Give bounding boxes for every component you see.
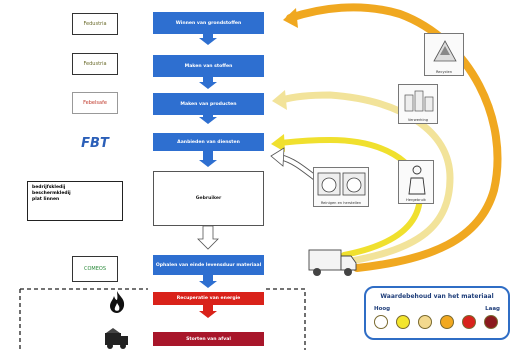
- step-maken-stoffen: Maken van stoffen: [153, 55, 264, 77]
- processing-machine-icon: [404, 90, 434, 112]
- step-storten-afval: Storten van afval: [153, 332, 264, 346]
- step-ophalen: Ophalen van einde levensduur materiaal: [153, 255, 264, 275]
- textile-types-box: bedrijfskledij beschermkledij plat linne…: [27, 181, 123, 221]
- logo-fedustria-2: Fedustria: [72, 53, 118, 75]
- logo-febelsafe: Febelsafe: [72, 92, 118, 114]
- legend-dot-5: [462, 315, 476, 329]
- thumb-recyclen: Recyclen: [424, 33, 464, 76]
- thumb-label: Verwerking: [407, 118, 429, 122]
- recycle-orange-arc: [286, 3, 502, 272]
- legend-dot-2: [396, 315, 410, 329]
- step-winnen: Winnen van grondstoffen: [153, 12, 264, 34]
- thumb-label: Recyclen: [435, 70, 453, 74]
- truck-icon: [308, 249, 357, 276]
- thumb-label: Hergebruik: [406, 198, 426, 202]
- legend-box: Waardebehoud van het materiaal Hoog Laag: [364, 286, 510, 340]
- logo-comeos: COMEOS: [72, 256, 118, 282]
- landfill-icon: [105, 328, 128, 349]
- logo-text: COMEOS: [83, 266, 106, 272]
- legend-dot-1: [374, 315, 388, 329]
- hollow-down-arrow: [197, 225, 219, 250]
- thumb-hergebruik: Hergebruik: [398, 160, 434, 204]
- step-recuperatie-energie: Recuperatie van energie: [153, 292, 264, 305]
- recycling-machine-icon: [433, 40, 457, 62]
- side-line: bedrijfskledij: [32, 185, 66, 190]
- washing-machines-icon: [317, 172, 366, 196]
- person-icon: [408, 165, 426, 195]
- recycle-yellow-pale-arc: [278, 91, 454, 266]
- legend-high-label: Hoog: [374, 306, 391, 312]
- down-arrows: [199, 33, 217, 318]
- dashed-region: [19, 288, 306, 350]
- logo-text: Fedustria: [83, 21, 107, 27]
- logo-text: Fedustria: [83, 61, 107, 67]
- legend-title: Waardebehoud van het materiaal: [380, 293, 494, 300]
- step-maken-producten: Maken van producten: [153, 93, 264, 115]
- legend-low-label: Laag: [485, 306, 500, 312]
- logo-fedustria-1: Fedustria: [72, 13, 118, 35]
- thumb-reinigen: Reinigen en herstellen: [313, 167, 369, 207]
- thumb-verwerking: Verwerking: [398, 84, 438, 124]
- fire-icon: [110, 291, 125, 313]
- logo-text: FBT: [81, 135, 109, 151]
- step-aanbieden-diensten: Aanbieden van diensten: [153, 133, 264, 151]
- thumb-label: Reinigen en herstellen: [320, 201, 362, 205]
- logo-fbt: FBT: [72, 133, 118, 153]
- legend-dot-4: [440, 315, 454, 329]
- legend-dot-6: [484, 315, 498, 329]
- legend-dot-3: [418, 315, 432, 329]
- side-line: beschermkledij: [32, 191, 71, 196]
- step-gebruiker: Gebruiker: [153, 171, 264, 226]
- side-line: plat linnen: [32, 197, 60, 202]
- logo-text: Febelsafe: [83, 100, 107, 106]
